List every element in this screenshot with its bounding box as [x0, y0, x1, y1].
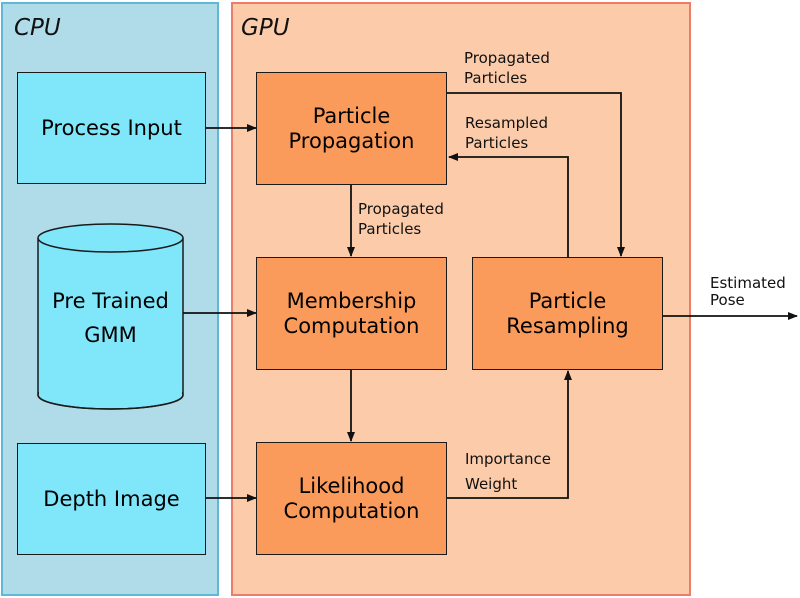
particle-propagation-line1: Particle [312, 103, 391, 128]
edges [183, 92, 798, 502]
propagated-particles-top-label: Propagated Particles [464, 48, 550, 88]
cpu-panel-title: CPU [14, 15, 61, 41]
particle-propagation-box: Particle Propagation [256, 72, 447, 185]
particle-propagation-line2: Propagation [288, 128, 415, 153]
particle-resampling-line2: Resampling [506, 313, 629, 338]
resampled-particles-line2: Particles [465, 134, 529, 152]
importance-weight-line1: Importance [465, 450, 551, 468]
propagated-particles-mid-line1: Propagated [358, 200, 444, 218]
process-input-label: Process Input [41, 116, 182, 140]
propagated-particles-top-line2: Particles [464, 69, 528, 87]
edge-likelihood-to-resampling [447, 370, 572, 499]
gmm-label-line1: Pre Trained [52, 289, 169, 313]
gpu-panel-title: GPU [241, 15, 290, 41]
importance-weight-line2: Weight [465, 475, 518, 493]
gmm-cylinder [37, 223, 184, 410]
gmm-label: Pre Trained GMM [38, 284, 183, 352]
process-input-box: Process Input [17, 72, 206, 184]
edge-resampling-to-propagation [448, 153, 569, 258]
importance-weight-label: Importance Weight [465, 447, 551, 497]
resampled-particles-label: Resampled Particles [465, 113, 548, 153]
edge-propagation-to-resampling [447, 92, 625, 257]
depth-image-box: Depth Image [17, 443, 206, 555]
likelihood-computation-line1: Likelihood [298, 473, 405, 498]
resampled-particles-line1: Resampled [465, 114, 549, 132]
estimated-pose-label: Estimated Pose [710, 275, 786, 309]
depth-image-label: Depth Image [43, 487, 180, 511]
propagated-particles-mid-line2: Particles [358, 220, 422, 238]
propagated-particles-mid-label: Propagated Particles [358, 199, 444, 239]
particle-resampling-line1: Particle [528, 288, 607, 313]
membership-computation-line1: Membership [286, 288, 417, 313]
estimated-pose-line2: Pose [710, 291, 745, 309]
particle-resampling-box: Particle Resampling [472, 257, 663, 370]
membership-computation-line2: Computation [283, 313, 420, 338]
membership-computation-box: Membership Computation [256, 257, 447, 370]
estimated-pose-line1: Estimated [710, 274, 786, 292]
likelihood-computation-line2: Computation [283, 498, 420, 523]
likelihood-computation-box: Likelihood Computation [256, 442, 447, 555]
gmm-label-line2: GMM [84, 323, 137, 347]
propagated-particles-top-line1: Propagated [464, 49, 550, 67]
